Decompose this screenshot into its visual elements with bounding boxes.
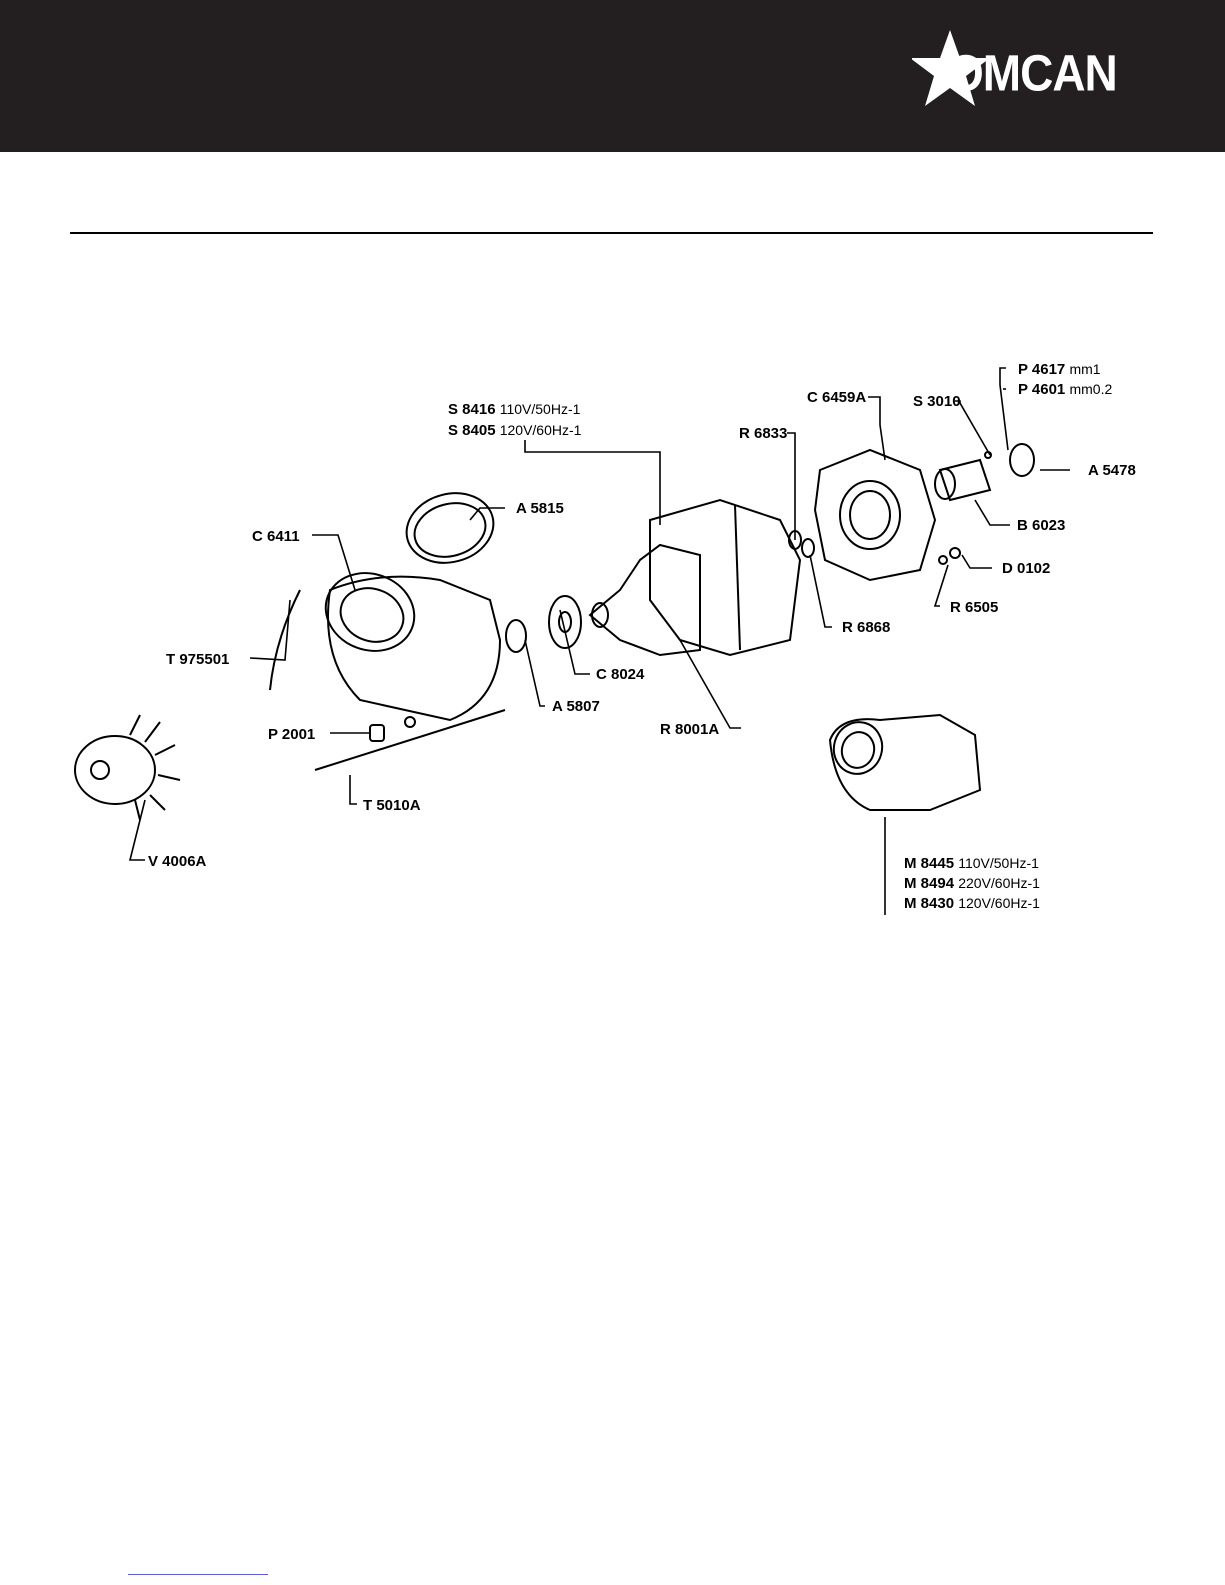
part-label-t5010a: T 5010A <box>363 798 421 813</box>
part-label-a5478: A 5478 <box>1088 463 1136 478</box>
part-label-a5807: A 5807 <box>552 699 600 714</box>
part-label-t975501: T 975501 <box>166 652 229 667</box>
part-label-r8001a: R 8001A <box>660 722 719 737</box>
part-label-m8494: M 8494 220V/60Hz-1 <box>904 876 1040 891</box>
part-label-r6505: R 6505 <box>950 600 998 615</box>
part-label-s8405: S 8405 120V/60Hz-1 <box>448 423 581 438</box>
part-label-m8445: M 8445 110V/50Hz-1 <box>904 856 1039 871</box>
part-label-p4617: P 4617 mm1 <box>1018 362 1101 377</box>
part-label-b6023: B 6023 <box>1017 518 1065 533</box>
footer-link-underline[interactable] <box>128 1574 268 1575</box>
part-label-r6833: R 6833 <box>739 426 787 441</box>
part-label-a5815: A 5815 <box>516 501 564 516</box>
part-label-p2001: P 2001 <box>268 727 315 742</box>
part-label-c6411: C 6411 <box>252 529 300 544</box>
part-label-c8024: C 8024 <box>596 667 644 682</box>
part-label-s8416: S 8416 110V/50Hz-1 <box>448 402 580 417</box>
part-label-c6459a: C 6459A <box>807 390 866 405</box>
part-label-r6868: R 6868 <box>842 620 890 635</box>
part-label-p4601: P 4601 mm0.2 <box>1018 382 1112 397</box>
part-label-s3010: S 3010 <box>913 394 961 409</box>
part-label-m8430: M 8430 120V/60Hz-1 <box>904 896 1040 911</box>
part-label-d0102: D 0102 <box>1002 561 1050 576</box>
part-label-v4006a: V 4006A <box>148 854 206 869</box>
